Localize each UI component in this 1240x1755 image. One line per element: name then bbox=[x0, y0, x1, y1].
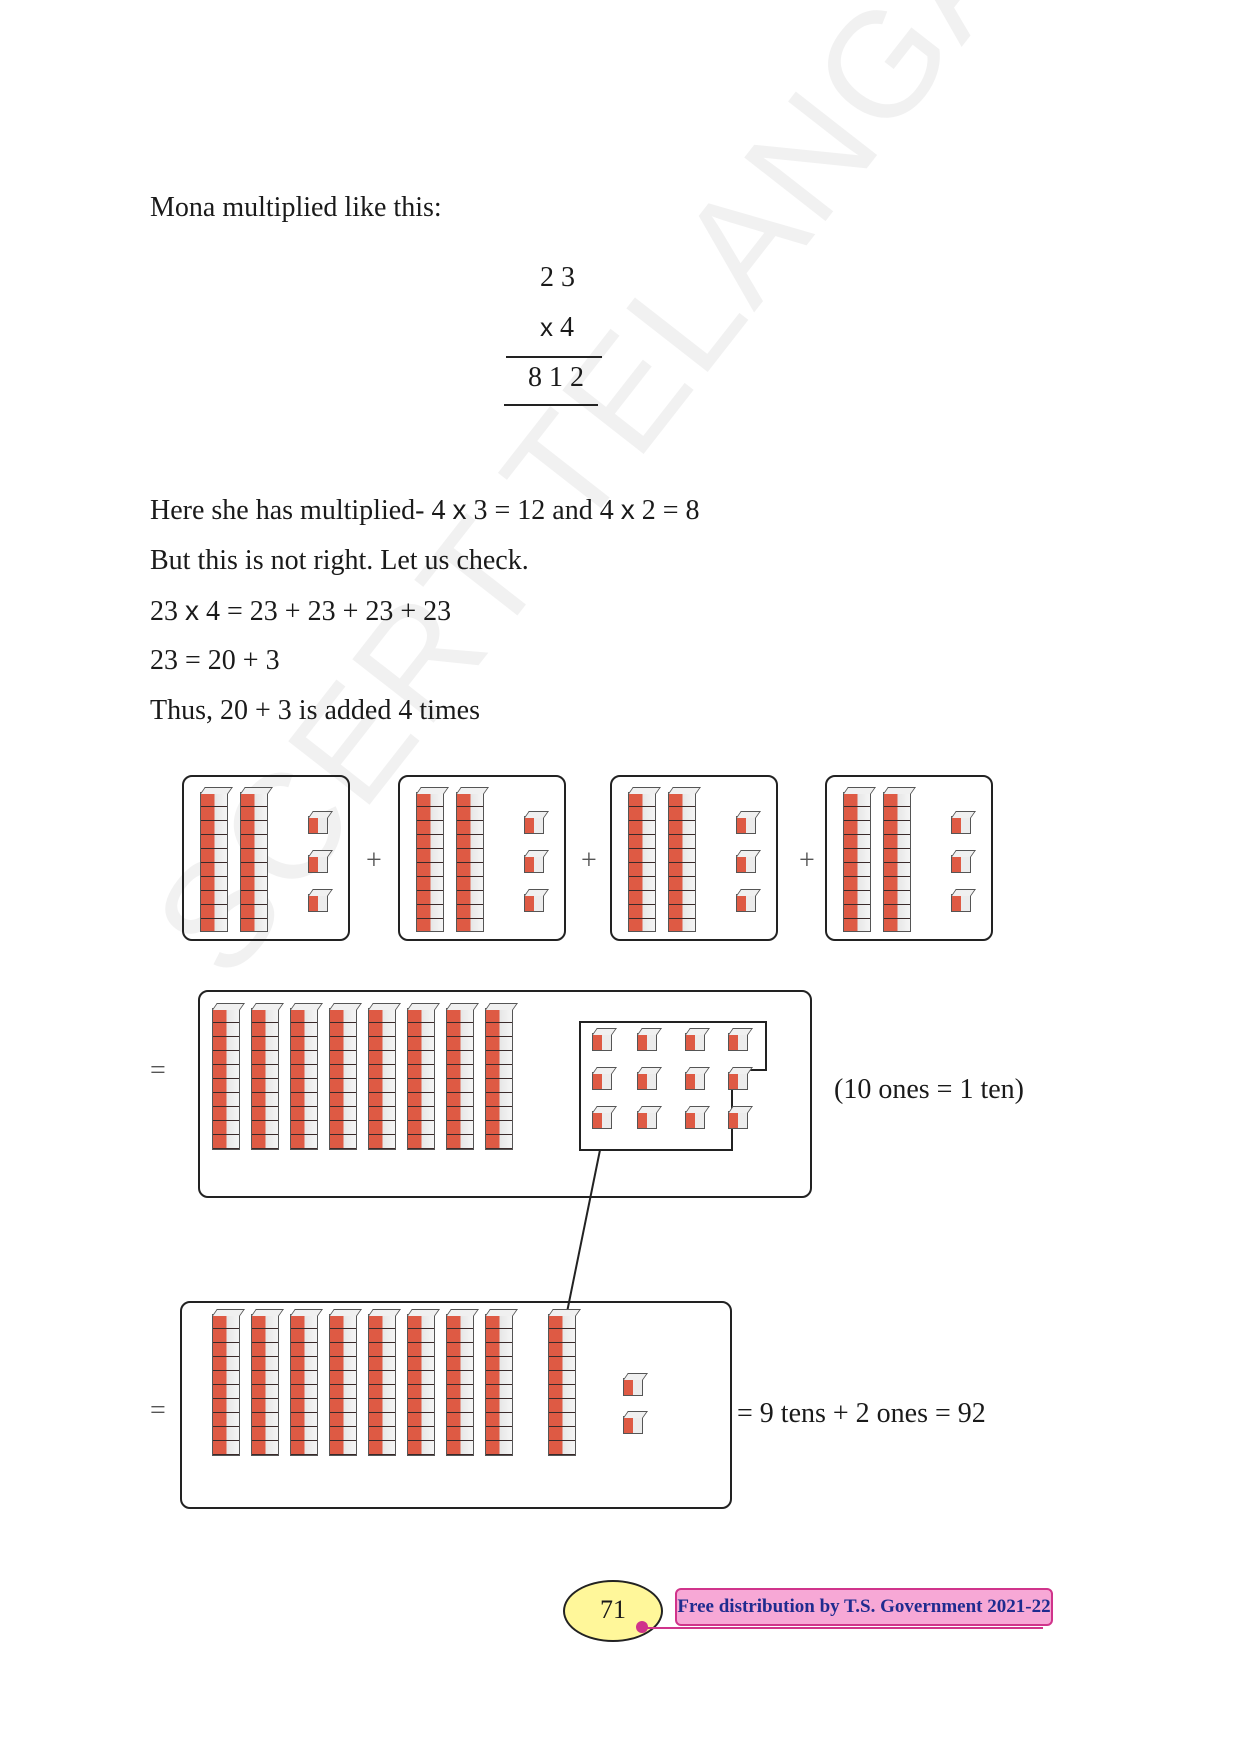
one-cube bbox=[637, 1111, 657, 1129]
ten-rod bbox=[200, 792, 228, 932]
ten-rod bbox=[368, 1008, 396, 1150]
ten-rod bbox=[843, 792, 871, 932]
one-cube bbox=[592, 1033, 612, 1051]
ten-rod bbox=[883, 792, 911, 932]
multiply-symbol: x bbox=[185, 595, 199, 626]
ten-rod bbox=[416, 792, 444, 932]
mult-rule-top bbox=[506, 356, 602, 358]
one-cube bbox=[524, 855, 544, 873]
one-cube bbox=[637, 1033, 657, 1051]
one-cube bbox=[685, 1072, 705, 1090]
result-text: = 9 tens + 2 ones = 92 bbox=[737, 1398, 986, 1429]
line-3: 23 x 4 = 23 + 23 + 23 + 23 bbox=[150, 595, 451, 628]
mult-multiplier: 4 bbox=[560, 312, 574, 343]
ten-rod bbox=[456, 792, 484, 932]
line-1-part: 3 = 12 and 4 bbox=[466, 495, 621, 526]
footer-line bbox=[643, 1627, 1043, 1629]
multiply-symbol: x bbox=[452, 494, 467, 525]
one-cube bbox=[736, 894, 756, 912]
regroup-arrow bbox=[564, 1149, 601, 1323]
mult-rule-bottom bbox=[504, 404, 598, 406]
group-box bbox=[610, 775, 778, 941]
one-cube bbox=[728, 1111, 748, 1129]
footer-dot bbox=[636, 1621, 648, 1633]
one-cube bbox=[637, 1072, 657, 1090]
one-cube bbox=[592, 1111, 612, 1129]
line-2: But this is not right. Let us check. bbox=[150, 545, 529, 576]
one-cube bbox=[524, 816, 544, 834]
ten-rod bbox=[212, 1314, 240, 1456]
page-number: 71 bbox=[563, 1580, 663, 1642]
one-cube bbox=[623, 1416, 643, 1434]
one-cube bbox=[524, 894, 544, 912]
mult-result: 8 1 2 bbox=[528, 362, 584, 393]
one-cube bbox=[951, 855, 971, 873]
one-cube bbox=[592, 1072, 612, 1090]
one-cube bbox=[623, 1378, 643, 1396]
ten-rod bbox=[368, 1314, 396, 1456]
mult-top: 2 3 bbox=[540, 262, 575, 293]
result-box bbox=[180, 1301, 732, 1509]
regroup-note: (10 ones = 1 ten) bbox=[834, 1074, 1024, 1105]
equals-sign: = bbox=[150, 1055, 166, 1086]
line-5: Thus, 20 + 3 is added 4 times bbox=[150, 695, 480, 726]
plus-sign: + bbox=[581, 845, 597, 876]
multiply-symbol: x bbox=[540, 312, 553, 342]
line-1-part: Here she has multiplied- 4 bbox=[150, 495, 453, 526]
intro-text: Mona multiplied like this: bbox=[150, 192, 442, 223]
plus-sign: + bbox=[799, 845, 815, 876]
ten-rod bbox=[407, 1314, 435, 1456]
ten-rod bbox=[290, 1008, 318, 1150]
combined-box bbox=[198, 990, 812, 1198]
one-cube bbox=[728, 1072, 748, 1090]
ten-rod bbox=[290, 1314, 318, 1456]
one-cube bbox=[685, 1033, 705, 1051]
ten-rod bbox=[212, 1008, 240, 1150]
one-cube bbox=[736, 855, 756, 873]
one-cube bbox=[951, 816, 971, 834]
line-1: Here she has multiplied- 4 x 3 = 12 and … bbox=[150, 494, 700, 527]
ten-rod bbox=[628, 792, 656, 932]
ten-rod bbox=[548, 1314, 576, 1456]
ten-rod bbox=[407, 1008, 435, 1150]
one-cube bbox=[685, 1111, 705, 1129]
ten-rod bbox=[329, 1008, 357, 1150]
line-3-part: 4 = 23 + 23 + 23 + 23 bbox=[199, 596, 452, 627]
ten-rod bbox=[251, 1008, 279, 1150]
line-3-part: 23 bbox=[150, 596, 185, 627]
ten-rod bbox=[668, 792, 696, 932]
distribution-note: Free distribution by T.S. Government 202… bbox=[675, 1588, 1053, 1626]
mult-second-row: x 4 bbox=[540, 312, 574, 344]
one-cube bbox=[308, 816, 328, 834]
one-cube bbox=[736, 816, 756, 834]
ten-rod bbox=[485, 1314, 513, 1456]
one-cube bbox=[308, 855, 328, 873]
group-box bbox=[398, 775, 566, 941]
ten-rod bbox=[485, 1008, 513, 1150]
line-4: 23 = 20 + 3 bbox=[150, 645, 280, 676]
ten-rod bbox=[329, 1314, 357, 1456]
one-cube bbox=[728, 1033, 748, 1051]
group-box bbox=[182, 775, 350, 941]
plus-sign: + bbox=[366, 845, 382, 876]
ten-rod bbox=[251, 1314, 279, 1456]
equals-sign: = bbox=[150, 1395, 166, 1426]
one-cube bbox=[308, 894, 328, 912]
ten-rod bbox=[446, 1314, 474, 1456]
multiply-symbol: x bbox=[620, 494, 635, 525]
ten-rod bbox=[446, 1008, 474, 1150]
group-box bbox=[825, 775, 993, 941]
ten-rod bbox=[240, 792, 268, 932]
one-cube bbox=[951, 894, 971, 912]
line-1-part: 2 = 8 bbox=[634, 495, 700, 526]
